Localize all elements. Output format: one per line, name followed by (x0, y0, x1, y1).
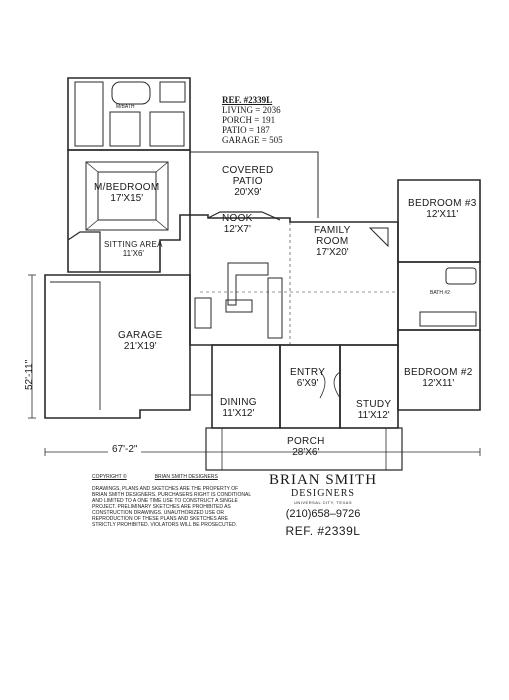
brand-name: BRIAN SMITH (268, 472, 378, 488)
bedroom2-dim: 12'X11' (422, 378, 455, 389)
master-suite-wall (67, 77, 191, 151)
area-stats: REF. #2339L LIVING = 2036 PORCH = 191 PA… (222, 95, 283, 145)
tub-2 (445, 267, 477, 285)
master-bedroom-dim: 17'X15' (110, 193, 144, 204)
bedroom3-dim: 12'X11' (426, 209, 459, 220)
covered-patio-name: COVERED (222, 165, 274, 176)
dining-dim: 11'X12' (222, 408, 255, 419)
fireplace (368, 227, 389, 248)
label-bedroom3: BEDROOM #3 12'X11' (408, 198, 477, 220)
bedroom3-wall (397, 179, 481, 263)
bath-tub (111, 81, 151, 105)
kitchen-island (225, 299, 253, 313)
porch-name: PORCH (287, 436, 325, 447)
label-nook: NOOK 12'X7' (222, 213, 253, 235)
bath2-wall (397, 261, 481, 331)
label-bath2: BATH #2 (430, 290, 450, 296)
shower (159, 81, 186, 103)
stat-porch: PORCH = 191 (222, 115, 276, 125)
label-bedroom2: BEDROOM #2 12'X11' (404, 367, 473, 389)
garage-name: GARAGE (118, 330, 163, 341)
patio-outline (190, 151, 319, 218)
nook-dim: 12'X7' (223, 224, 251, 235)
garage-door (50, 281, 101, 410)
laundry (189, 344, 213, 396)
label-study: STUDY 11'X12' (356, 399, 391, 421)
garage-dim: 21'X19' (123, 341, 157, 352)
sitting-bay (67, 231, 101, 272)
entry-door-swing (319, 371, 326, 399)
dining-name: DINING (220, 397, 257, 408)
stat-living: LIVING = 2036 (222, 105, 281, 115)
brand-subtitle: DESIGNERS (290, 488, 355, 499)
kitchen-counter (227, 262, 269, 306)
label-master-bath: M/BATH (116, 104, 135, 110)
study-door-swing (333, 371, 341, 399)
covered-patio-name2: PATIO (232, 176, 263, 187)
entry-name: ENTRY (290, 367, 326, 378)
vanity (109, 111, 141, 147)
label-porch: PORCH 28'X6' (287, 436, 325, 458)
designer-brand: BRIAN SMITH DESIGNERS UNIVERSAL CITY, TE… (258, 472, 388, 541)
garage-wall (44, 274, 191, 419)
bedroom3-name: BEDROOM #3 (408, 198, 477, 209)
nook-bay (207, 211, 281, 221)
linen (149, 111, 185, 147)
kitchen-counter-east (267, 277, 283, 339)
copyright-holder: BRIAN SMITH DESIGNERS (154, 474, 218, 480)
copyright-label: COPYRIGHT © (92, 474, 127, 480)
brand-phone: (210)658–9726 (285, 508, 361, 520)
sitting-area-dim: 11'X6' (122, 249, 144, 258)
family-room-dim: 17'X20' (315, 247, 349, 258)
porch-outline (205, 427, 403, 471)
label-family-room: FAMILY ROOM 17'X20' (314, 225, 351, 258)
tray-ceiling-inner (97, 171, 157, 221)
label-entry: ENTRY 6'X9' (290, 367, 325, 389)
label-master-bedroom: M/BEDROOM 17'X15' (94, 182, 159, 204)
tray-ceiling-outer (85, 161, 169, 231)
pantry (194, 297, 212, 329)
stat-garage: GARAGE = 505 (222, 135, 283, 145)
family-room-name2: ROOM (316, 236, 349, 247)
master-bedroom-name: M/BEDROOM (94, 182, 160, 193)
ref-header: REF. #2339L (222, 95, 273, 105)
sitting-area-name: SITTING AREA (104, 240, 163, 249)
bedroom2-name: BEDROOM #2 (404, 367, 473, 378)
label-dining: DINING 11'X12' (220, 397, 257, 419)
covered-patio-dim: 20'X9' (234, 187, 262, 198)
vanity-2 (419, 311, 477, 327)
family-room-name: FAMILY (314, 225, 351, 236)
porch-dim: 28'X6' (292, 447, 320, 458)
study-name: STUDY (356, 399, 392, 410)
overall-depth-label: 52'-11" (24, 359, 35, 390)
stat-patio: PATIO = 187 (222, 125, 270, 135)
nook-name: NOOK (222, 213, 253, 224)
copyright-notice: COPYRIGHT © BRIAN SMITH DESIGNERS DRAWIN… (92, 474, 252, 528)
study-dim: 11'X12' (357, 410, 390, 421)
copyright-body: DRAWINGS, PLANS AND SKETCHES ARE THE PRO… (92, 486, 251, 528)
master-bedroom-wall (67, 149, 191, 273)
label-sitting-area: SITTING AREA 11'X6' (104, 240, 163, 258)
brand-city: UNIVERSAL CITY, TEXAS (294, 500, 352, 505)
entry-dim: 6'X9' (296, 378, 319, 389)
overall-width-label: 67'-2" (108, 444, 142, 455)
copyright-header: COPYRIGHT © BRIAN SMITH DESIGNERS (92, 474, 252, 480)
label-garage: GARAGE 21'X19' (118, 330, 163, 352)
brand-ref: REF. #2339L (285, 524, 361, 538)
closet (74, 81, 104, 147)
label-covered-patio: COVERED PATIO 20'X9' (222, 165, 274, 198)
